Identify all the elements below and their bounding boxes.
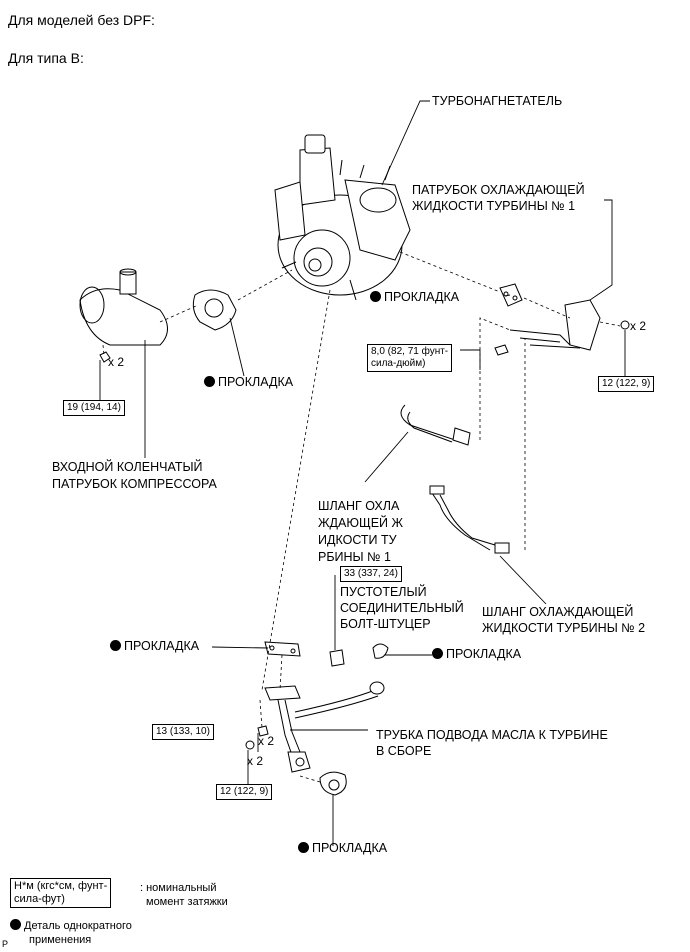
gasket-label-text: ПРОКЛАДКА xyxy=(124,639,200,653)
elbow-gasket-part xyxy=(192,289,237,331)
union-bolt-label-line2: СОЕДИНИТЕЛЬНЫЙ xyxy=(340,601,464,615)
oil-pipe-label-line2: В СБОРЕ xyxy=(376,744,432,758)
single-use-dot-icon xyxy=(432,648,443,659)
gasket-label-turbine: ПРОКЛАДКА xyxy=(370,289,459,306)
legend-unit-box: Н*м (кгс*см, фунт- сила-фут) xyxy=(10,878,112,908)
inlet-elbow-label-line2: ПАТРУБОК КОМПРЕССОРА xyxy=(52,477,217,491)
legend-unit-line2: сила-фут) xyxy=(14,893,65,905)
inlet-elbow-label-line1: ВХОДНОЙ КОЛЕНЧАТЫЙ xyxy=(52,460,203,474)
union-bolt-label-line3: БОЛТ-ШТУЦЕР xyxy=(340,617,431,631)
hose1-part xyxy=(400,404,466,443)
torque-box-12-right: 12 (122, 9) xyxy=(598,376,655,392)
coolant-pipe-label-line1: ПАТРУБОК ОХЛАЖДАЮЩЕЙ xyxy=(412,183,585,197)
torque-box-12-bottom: 12 (122, 9) xyxy=(216,784,273,800)
single-use-dot-icon xyxy=(10,919,21,930)
union-bolt-label-line1: ПУСТОТЕЛЫЙ xyxy=(340,585,427,599)
legend-unit-line1: Н*м (кгс*см, фунт- xyxy=(14,880,108,892)
turbocharger-label: ТУРБОНАГНЕТАТЕЛЬ xyxy=(432,94,563,108)
legend-single-use-line1: Деталь однократного xyxy=(24,920,132,932)
coolant-pipe-part xyxy=(509,299,630,351)
torque-box-19: 19 (194, 14) xyxy=(63,400,125,416)
gasket-label-mid: ПРОКЛАДКА xyxy=(110,638,199,655)
quantity-x2-coolant: x 2 xyxy=(630,319,647,333)
torque-box-8: 8,0 (82, 71 фунт- сила-дюйм) xyxy=(367,344,453,372)
hose2-label-line1: ШЛАНГ ОХЛАЖДАЮЩЕЙ xyxy=(482,605,634,619)
legend-single-use: Деталь однократного xyxy=(10,919,132,933)
gasket-label-text: ПРОКЛАДКА xyxy=(218,375,294,389)
type-heading: Для типа В: xyxy=(8,50,84,66)
oil-pipe-label-line1: ТРУБКА ПОДВОДА МАСЛА К ТУРБИНЕ xyxy=(376,728,608,742)
gasket-label-text: ПРОКЛАДКА xyxy=(312,841,388,855)
hose2-label-line2: ЖИДКОСТИ ТУРБИНЫ № 2 xyxy=(482,621,646,635)
coolant-pipe-label-line2: ЖИДКОСТИ ТУРБИНЫ № 1 xyxy=(412,199,576,213)
inlet-elbow-part xyxy=(79,268,168,363)
single-use-dot-icon xyxy=(298,842,309,853)
gasket-label-union: ПРОКЛАДКА xyxy=(432,646,521,663)
legend-single-use-line2: применения xyxy=(29,934,92,946)
single-use-dot-icon xyxy=(110,640,121,651)
hose2-part xyxy=(429,489,496,551)
hose1-label-line4: РБИНЫ № 1 xyxy=(318,550,391,564)
hose1-label-line3: ИДКОСТИ ТУ xyxy=(318,533,397,547)
corner-mark: P xyxy=(2,939,9,949)
quantity-x2-oil-bolt: x 2 xyxy=(258,734,275,748)
torque-8-line1: 8,0 (82, 71 фунт- xyxy=(371,346,449,357)
torque-8-line2: сила-дюйм) xyxy=(371,358,426,369)
quantity-x2-oil-nut: x 2 xyxy=(247,754,264,768)
turbocharger-part xyxy=(274,134,411,301)
gasket-label-elbow: ПРОКЛАДКА xyxy=(204,374,293,391)
quantity-x2-elbow: x 2 xyxy=(108,355,125,369)
single-use-dot-icon xyxy=(204,376,215,387)
torque-box-13: 13 (133, 10) xyxy=(152,724,214,740)
hose1-label-line2: ЖДАЮЩЕЙ Ж xyxy=(318,516,404,530)
torque-box-33: 33 (337, 24) xyxy=(340,566,402,582)
oil-pipe-part xyxy=(264,681,385,773)
hose1-label-line1: ШЛАНГ ОХЛА xyxy=(318,499,400,513)
legend-nominal-line2: момент затяжки xyxy=(146,896,228,908)
legend-nominal-line1: : номинальный xyxy=(140,882,217,894)
single-use-dot-icon xyxy=(370,291,381,302)
models-heading: Для моделей без DPF: xyxy=(8,12,155,28)
gasket-label-bottom: ПРОКЛАДКА xyxy=(298,840,387,857)
gasket-label-text: ПРОКЛАДКА xyxy=(446,647,522,661)
gasket-label-text: ПРОКЛАДКА xyxy=(384,290,460,304)
